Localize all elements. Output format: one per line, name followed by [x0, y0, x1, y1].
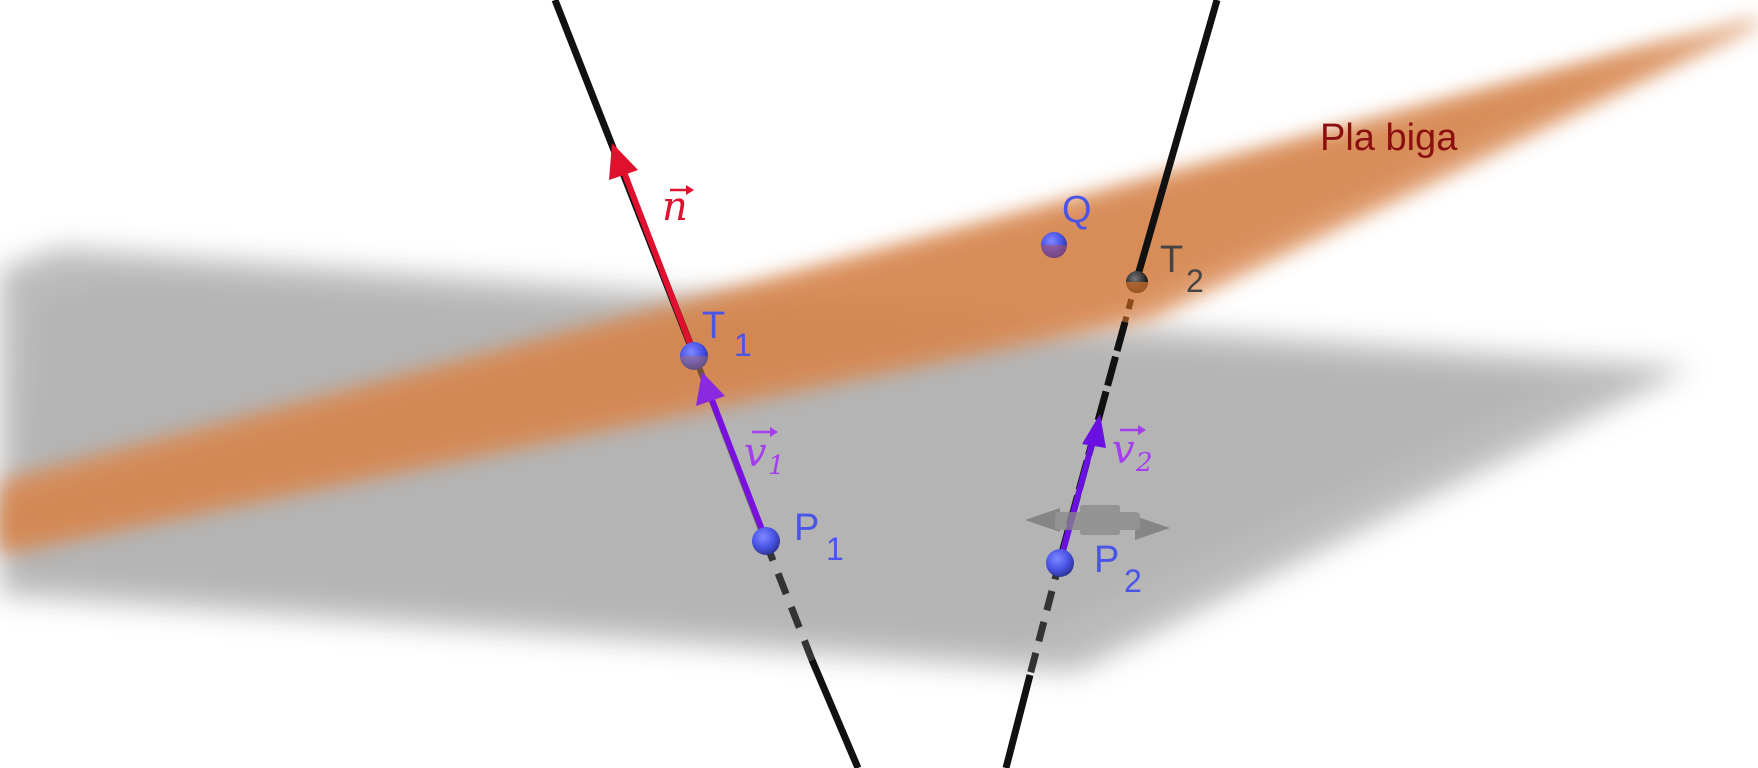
move-handle-icon[interactable] [1025, 505, 1170, 540]
label-vector-n-text: n [662, 184, 688, 230]
normal-vector-arrowhead[interactable] [609, 143, 638, 180]
label-vector-v2-arrowhead [1138, 425, 1146, 435]
normal-vector-shaft[interactable] [621, 170, 697, 356]
point-P2[interactable] [1046, 549, 1074, 577]
point-T1-shade [680, 356, 708, 370]
label-P1-sub: 1 [826, 531, 844, 567]
point-P1[interactable] [752, 527, 780, 555]
line-1-lower[interactable] [808, 658, 862, 768]
label-vector-v2: v 2 [1112, 425, 1153, 478]
point-T1[interactable] [680, 342, 708, 370]
label-vector-n-arrowhead [686, 185, 694, 195]
label-T1: T [702, 305, 725, 347]
label-vector-v1-arrowhead [770, 427, 778, 437]
v1-vector-shaft[interactable] [709, 398, 769, 542]
point-T2-shade [1126, 282, 1148, 293]
label-P1: P [794, 507, 819, 549]
label-P2: P [1094, 539, 1119, 581]
line-2-dashed[interactable] [1026, 559, 1064, 676]
label-vector-v1-text: v [744, 430, 767, 476]
point-Q-shade [1041, 245, 1067, 258]
label-vector-n: n [662, 184, 694, 230]
v2-vector-shaft[interactable] [1057, 439, 1096, 563]
label-vector-v2-sub: 2 [1135, 448, 1153, 478]
v2-vector-arrowhead[interactable] [1082, 414, 1106, 448]
label-Q: Q [1062, 189, 1092, 231]
label-vector-v1-sub: 1 [768, 451, 785, 481]
label-P2-sub: 2 [1124, 563, 1142, 599]
gray-plane-inner [20, 282, 1560, 640]
line-2-upper[interactable] [1132, 0, 1221, 283]
label-T1-sub: 1 [734, 327, 752, 363]
label-vector-v2-text: v [1112, 427, 1135, 473]
plane-label: Pla biga [1320, 117, 1458, 159]
orange-plane-inner [0, 35, 1700, 545]
label-T2: T [1160, 239, 1183, 281]
line-2-lower[interactable] [1002, 674, 1034, 768]
label-T2-main: T [1160, 239, 1183, 281]
v1-vector-arrowhead[interactable] [696, 372, 725, 406]
label-vector-v1: v 1 [744, 427, 785, 481]
label-T2-sub: 2 [1186, 263, 1204, 299]
line-1-dashed[interactable] [761, 538, 816, 662]
